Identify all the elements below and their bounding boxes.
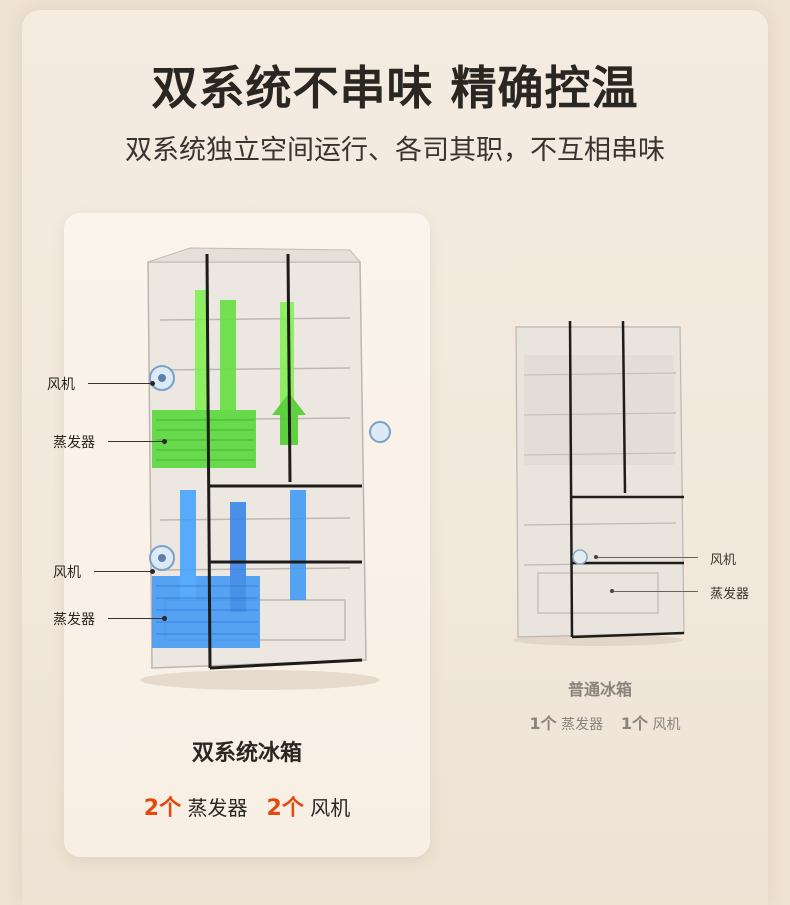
regular-caption: 普通冰箱 <box>567 680 632 699</box>
dual-evap-label: 蒸发器 <box>187 796 248 820</box>
dual-fan-count: 2个 <box>266 796 304 821</box>
leader-dot-evaporator-top <box>162 439 167 444</box>
leader-line-regular-evaporator <box>612 591 698 592</box>
dual-fan-label: 风机 <box>310 796 351 820</box>
leader-line-regular-fan <box>596 557 698 558</box>
label-fan-bottom: 风机 <box>53 565 81 581</box>
dual-system-caption: 双系统冰箱 <box>191 741 302 766</box>
regular-fridge-illustration <box>513 320 685 646</box>
label-fan-top: 风机 <box>47 377 75 393</box>
leader-dot-fan-top <box>150 381 155 386</box>
regular-evap-label: 蒸发器 <box>561 717 604 733</box>
dual-system-fridge-illustration <box>140 247 391 690</box>
leader-line-evaporator-bottom <box>108 618 164 619</box>
regular-spec: 1个 蒸发器 1个 风机 <box>500 710 710 734</box>
regular-fan-count: 1个 <box>620 714 649 733</box>
leader-line-evaporator-top <box>108 441 164 442</box>
leader-line-fan-top <box>88 383 152 384</box>
label-regular-evaporator: 蒸发器 <box>710 587 750 602</box>
page-title: 双系统不串味 精确控温 <box>151 61 639 115</box>
dual-evap-count: 2个 <box>143 796 182 821</box>
dual-system-spec: 2个 蒸发器 2个 风机 <box>64 790 430 822</box>
leader-dot-evaporator-bottom <box>162 616 167 621</box>
leader-dot-regular-evaporator <box>610 589 614 593</box>
label-evaporator-bottom: 蒸发器 <box>53 612 95 628</box>
regular-evap-count: 1个 <box>529 714 557 733</box>
leader-dot-fan-bottom <box>150 569 155 574</box>
label-evaporator-top: 蒸发器 <box>53 435 95 451</box>
regular-fan-label: 风机 <box>652 717 681 733</box>
leader-dot-regular-fan <box>594 555 598 559</box>
leader-line-fan-bottom <box>94 571 152 572</box>
label-regular-fan: 风机 <box>710 553 737 568</box>
page-subtitle: 双系统独立空间运行、各司其职，不互相串味 <box>125 135 665 166</box>
